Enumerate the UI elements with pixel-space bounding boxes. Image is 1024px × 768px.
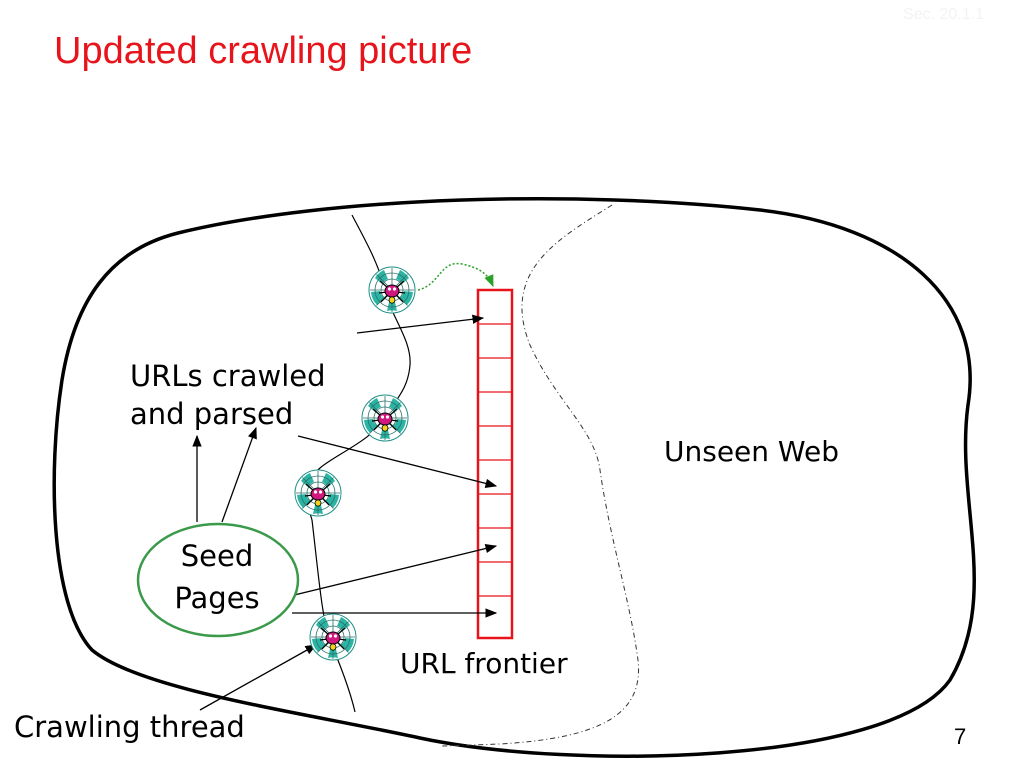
label-crawling-thread: Crawling thread — [14, 710, 245, 744]
spider-web-icon — [309, 613, 357, 661]
seed-pages-ellipse — [136, 522, 300, 638]
arrow-seed-up-2 — [221, 426, 257, 523]
label-urls-crawled-line1: URLs crawled — [130, 359, 326, 393]
arrow-to-frontier-3 — [281, 543, 498, 599]
slide-number: 7 — [954, 724, 967, 749]
label-seed-line1: Seed — [181, 539, 254, 573]
label-unseen-web: Unseen Web — [664, 435, 839, 468]
label-url-frontier: URL frontier — [400, 647, 568, 680]
frontier-boundary — [439, 204, 640, 747]
handoff-arrow — [417, 262, 494, 291]
spider-web-icon — [294, 469, 342, 517]
arrow-to-frontier-1 — [356, 314, 485, 334]
slide-title: Updated crawling picture — [54, 30, 473, 72]
arrow-to-frontier-2 — [297, 435, 498, 488]
web-boundary — [52, 196, 976, 758]
crawling-thread-pointer — [199, 644, 318, 711]
url-frontier-queue — [476, 288, 514, 640]
label-seed-line2: Pages — [174, 581, 259, 615]
spider-web-icon — [368, 266, 416, 314]
label-urls-crawled-line2: and parsed — [130, 397, 293, 431]
spider-web-icon — [361, 394, 409, 442]
section-reference: Sec. 20.1.1 — [903, 6, 984, 23]
